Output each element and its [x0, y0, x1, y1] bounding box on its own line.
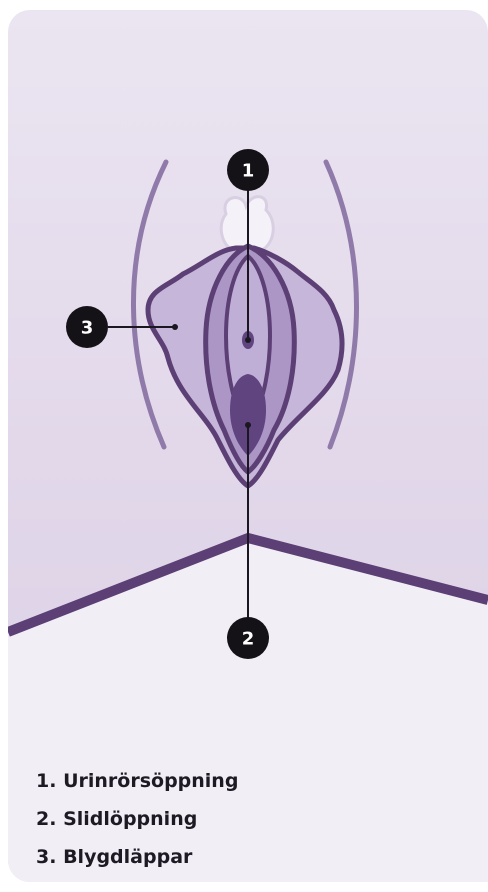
- diagram-card: 1 2 3 1. Urinrörsöppning 2. Slidlöppning…: [8, 10, 488, 882]
- marker-3-number: 3: [81, 318, 94, 339]
- marker-1-number: 1: [242, 161, 255, 182]
- marker-2: 2: [227, 617, 269, 659]
- leader-dot-2: [245, 422, 251, 428]
- legend-label: Slidlöppning: [63, 808, 197, 830]
- legend: 1. Urinrörsöppning 2. Slidlöppning 3. Bl…: [36, 762, 238, 876]
- marker-3: 3: [66, 306, 108, 348]
- legend-item: 3. Blygdläppar: [36, 838, 238, 876]
- legend-number: 3.: [36, 846, 56, 868]
- leader-dot-3: [172, 324, 178, 330]
- legend-item: 1. Urinrörsöppning: [36, 762, 238, 800]
- marker-1: 1: [227, 149, 269, 191]
- legend-label: Blygdläppar: [63, 846, 192, 868]
- marker-2-number: 2: [242, 629, 255, 650]
- legend-number: 2.: [36, 808, 56, 830]
- anatomy-illustration: 1 2 3: [8, 10, 488, 882]
- legend-label: Urinrörsöppning: [63, 770, 238, 792]
- legend-number: 1.: [36, 770, 56, 792]
- leader-dot-1: [245, 337, 251, 343]
- legend-item: 2. Slidlöppning: [36, 800, 238, 838]
